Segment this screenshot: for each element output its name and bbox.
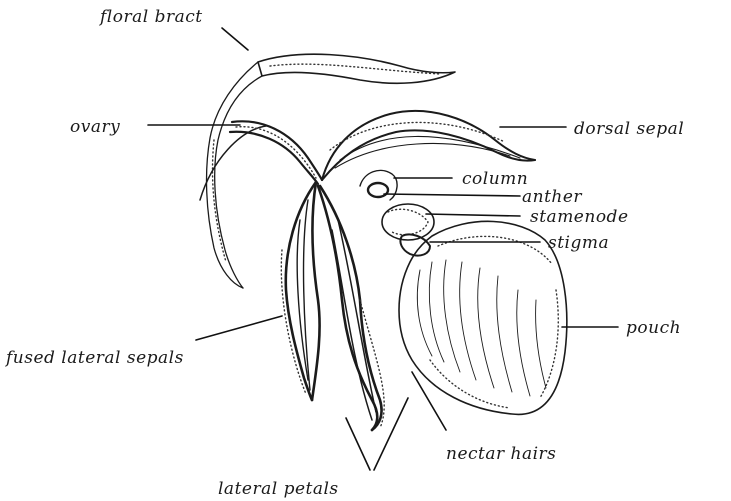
label-dorsal-sepal: dorsal sepal xyxy=(574,119,684,139)
lateral-petals-drawing xyxy=(318,186,384,430)
column-drawing xyxy=(360,170,434,255)
label-lateral-petals: lateral petals xyxy=(218,479,339,499)
label-column: column xyxy=(462,169,528,189)
fused-lateral-sepals-drawing xyxy=(281,182,319,400)
leader-fused-lateral-sepals xyxy=(196,316,282,340)
ovary-drawing xyxy=(200,121,322,200)
leader-lateral-petals-left xyxy=(346,418,370,470)
label-stigma: stigma xyxy=(548,233,609,253)
leader-floral-bract xyxy=(222,28,248,50)
label-anther: anther xyxy=(522,187,582,207)
label-fused-lateral-sepals: fused lateral sepals xyxy=(4,348,184,368)
leader-staminode xyxy=(426,214,520,216)
leader-lateral-petals-right xyxy=(374,398,408,470)
label-pouch: pouch xyxy=(626,318,681,338)
labels: floral bract ovary dorsal sepal column a… xyxy=(4,7,684,499)
label-ovary: ovary xyxy=(70,117,120,137)
label-floral-bract: floral bract xyxy=(98,7,203,27)
label-nectar-hairs: nectar hairs xyxy=(446,444,556,464)
pouch-drawing xyxy=(399,221,567,414)
label-staminode: stamenode xyxy=(530,207,629,227)
leader-anther xyxy=(384,194,520,196)
